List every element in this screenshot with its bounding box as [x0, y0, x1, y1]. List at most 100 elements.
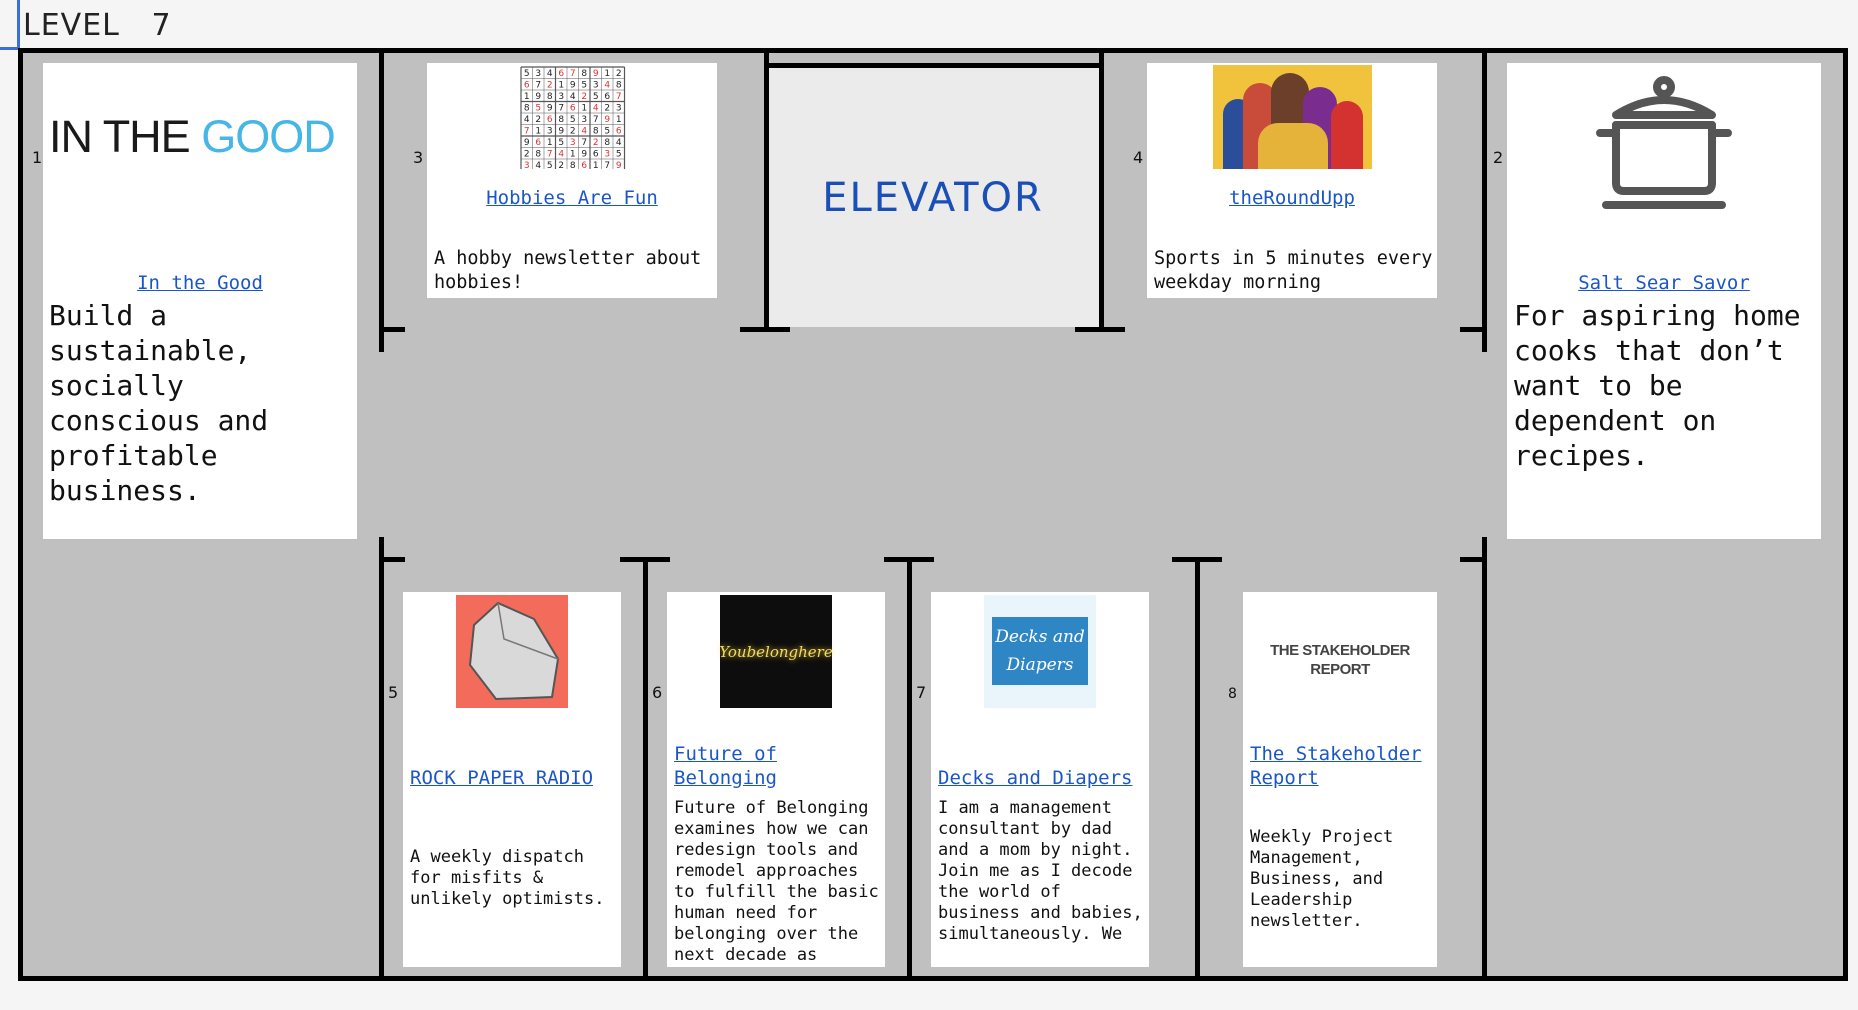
sudoku-digit: 6 — [616, 127, 622, 137]
wall — [1482, 537, 1487, 981]
sudoku-digit: 5 — [547, 161, 553, 169]
sudoku-digit: 8 — [547, 92, 553, 102]
sudoku-digit: 2 — [581, 92, 587, 102]
sudoku-digit: 7 — [535, 81, 541, 91]
wall — [643, 557, 648, 981]
room-card-rock-paper-radio: ROCK PAPER RADIO A weekly dispatch for m… — [403, 592, 621, 967]
sudoku-digit: 5 — [558, 138, 564, 148]
sudoku-digit: 1 — [535, 127, 541, 137]
room-number: 1 — [32, 148, 43, 167]
sudoku-digit: 7 — [570, 69, 576, 79]
room-description: A hobby newsletter about hobbies! — [434, 248, 702, 293]
sudoku-digit: 2 — [604, 104, 610, 114]
room-link-future-of-belonging[interactable]: Future of Belonging — [674, 743, 777, 789]
sudoku-digit: 2 — [535, 115, 541, 125]
room-description: A weekly dispatch for misfits & unlikely… — [410, 847, 605, 909]
sudoku-digit: 3 — [616, 104, 622, 114]
room-link-in-the-good[interactable]: In the Good — [137, 272, 263, 294]
sudoku-digit: 4 — [616, 138, 622, 148]
sudoku-digit: 8 — [616, 81, 622, 91]
sudoku-digit: 6 — [535, 138, 541, 148]
room-description: Weekly Project Management, Business, and… — [1250, 827, 1394, 931]
rock-image — [456, 595, 568, 708]
room-link-decks-and-diapers[interactable]: Decks and Diapers — [938, 767, 1133, 789]
sudoku-digit: 5 — [616, 150, 622, 160]
sudoku-digit: 2 — [570, 127, 576, 137]
room-number: 4 — [1133, 148, 1144, 167]
sudoku-digit: 9 — [570, 81, 576, 91]
athletes-collage-image — [1213, 65, 1372, 169]
sudoku-digit: 5 — [535, 104, 541, 114]
sudoku-digit: 6 — [581, 161, 587, 169]
room-description: For aspiring home cooks that don’t want … — [1514, 299, 1801, 472]
wall — [1195, 557, 1200, 981]
room-card-in-the-good: IN THE GOOD In the Good Build a sustaina… — [43, 63, 357, 539]
sudoku-digit: 1 — [616, 115, 622, 125]
wall — [1460, 557, 1486, 562]
sudoku-digit: 4 — [593, 104, 599, 114]
room-description: Future of Belonging examines how we can … — [674, 798, 879, 965]
sudoku-digit: 5 — [581, 81, 587, 91]
sudoku-digit: 7 — [558, 104, 564, 114]
room-link-stakeholder-report[interactable]: The Stakeholder Report — [1250, 743, 1422, 789]
room-card-stakeholder-report: THE STAKEHOLDER REPORT The Stakeholder R… — [1243, 592, 1437, 967]
room-number: 8 — [1228, 686, 1237, 702]
wall — [884, 557, 934, 562]
sudoku-digit: 3 — [604, 150, 610, 160]
room-card-salt-sear-savor: Salt Sear Savor For aspiring home cooks … — [1507, 63, 1821, 539]
room-number: 5 — [388, 683, 399, 702]
stakeholder-report-logo: THE STAKEHOLDER REPORT — [1243, 640, 1437, 678]
logo-text-dark: IN THE — [49, 111, 202, 162]
wall — [764, 48, 769, 332]
sudoku-digit: 6 — [547, 115, 553, 125]
sudoku-digit: 7 — [616, 92, 622, 102]
sudoku-digit: 4 — [535, 161, 541, 169]
sudoku-digit: 2 — [558, 161, 564, 169]
room-number: 6 — [652, 683, 663, 702]
sudoku-digit: 2 — [616, 69, 622, 79]
wall — [620, 557, 670, 562]
sudoku-digit: 9 — [535, 92, 541, 102]
sudoku-digit: 7 — [604, 161, 610, 169]
room-link-salt-sear-savor[interactable]: Salt Sear Savor — [1578, 272, 1750, 294]
sudoku-digit: 9 — [593, 69, 599, 79]
wall — [1172, 557, 1222, 562]
wall — [379, 48, 384, 352]
sudoku-digit: 2 — [524, 150, 530, 160]
sudoku-digit: 8 — [570, 161, 576, 169]
sudoku-digit: 8 — [593, 127, 599, 137]
room-link-rock-paper-radio[interactable]: ROCK PAPER RADIO — [410, 767, 594, 789]
wall — [379, 327, 405, 332]
sudoku-digit: 4 — [570, 92, 576, 102]
room-link-theroundupp[interactable]: theRoundUpp — [1229, 187, 1355, 209]
sudoku-digit: 3 — [593, 81, 599, 91]
sudoku-digit: 8 — [524, 104, 530, 114]
sudoku-digit: 6 — [524, 81, 530, 91]
sudoku-digit: 4 — [604, 81, 610, 91]
sudoku-digit: 6 — [558, 69, 564, 79]
level-title: LEVEL 7 — [23, 8, 172, 43]
cooking-pot-icon — [1596, 76, 1732, 209]
sudoku-digit: 4 — [524, 115, 530, 125]
level-cursor — [17, 0, 20, 48]
athlete-figure — [1331, 101, 1363, 169]
sudoku-digit: 1 — [593, 161, 599, 169]
sudoku-digit: 4 — [547, 69, 553, 79]
sudoku-digit: 5 — [604, 127, 610, 137]
rock-icon — [468, 601, 560, 701]
sudoku-digit: 7 — [593, 115, 599, 125]
wall — [1460, 327, 1486, 332]
sudoku-digit: 6 — [570, 104, 576, 114]
wall — [740, 327, 790, 332]
sudoku-digit: 7 — [581, 138, 587, 148]
sudoku-digit: 1 — [581, 104, 587, 114]
sudoku-digit: 1 — [524, 92, 530, 102]
sudoku-digit: 4 — [558, 150, 564, 160]
room-link-hobbies-are-fun[interactable]: Hobbies Are Fun — [486, 187, 658, 209]
room-number: 7 — [916, 683, 927, 702]
elevator: ELEVATOR — [767, 63, 1099, 327]
wall — [379, 537, 384, 981]
sudoku-digit: 4 — [581, 127, 587, 137]
